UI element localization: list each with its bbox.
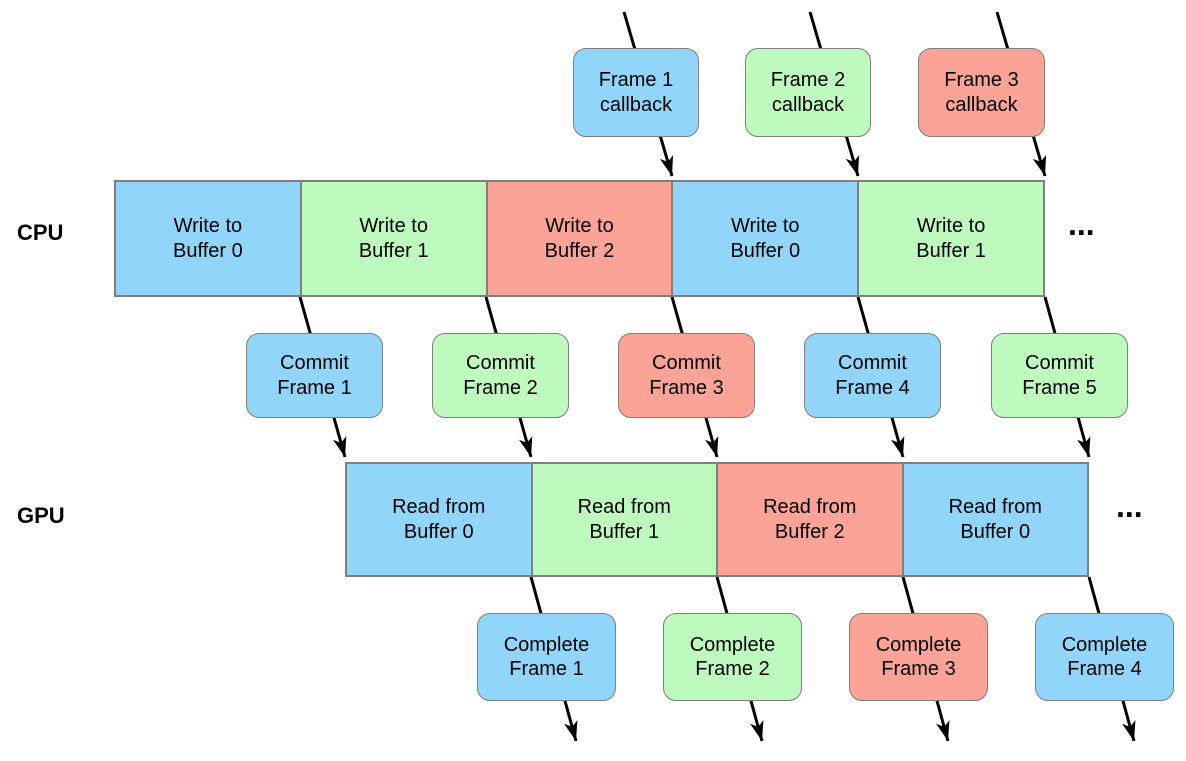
complete-frame4-node: Complete Frame 4 [1035, 613, 1174, 701]
complete-frame1-node: Complete Frame 1 [477, 613, 616, 701]
frame1-callback-node: Frame 1 callback [573, 48, 699, 137]
gpu-segment-read-buffer1: Read from Buffer 1 [530, 464, 716, 575]
frame3-callback-node: Frame 3 callback [918, 48, 1045, 137]
complete-frame2-node: Complete Frame 2 [663, 613, 802, 701]
cpu-track: Write to Buffer 0 Write to Buffer 1 Writ… [114, 180, 1045, 297]
gpu-track-ellipsis: ... [1116, 488, 1143, 524]
commit-frame1-node: Commit Frame 1 [246, 333, 383, 418]
frame2-callback-node: Frame 2 callback [745, 48, 871, 137]
commit-frame4-node: Commit Frame 4 [804, 333, 941, 418]
cpu-segment-write-buffer0: Write to Buffer 0 [116, 182, 300, 295]
gpu-segment-read-buffer0: Read from Buffer 0 [347, 464, 531, 575]
cpu-segment-write-buffer2: Write to Buffer 2 [485, 182, 672, 295]
cpu-track-label: CPU [17, 220, 64, 245]
complete-frame3-node: Complete Frame 3 [849, 613, 988, 701]
gpu-segment-read-buffer2: Read from Buffer 2 [716, 464, 902, 575]
cpu-track-ellipsis: ... [1068, 206, 1095, 242]
commit-frame3-node: Commit Frame 3 [618, 333, 755, 418]
cpu-segment-write-buffer0b: Write to Buffer 0 [671, 182, 858, 295]
gpu-track-label: GPU [17, 503, 65, 528]
commit-frame2-node: Commit Frame 2 [432, 333, 569, 418]
commit-frame5-node: Commit Frame 5 [991, 333, 1128, 418]
cpu-segment-write-buffer1b: Write to Buffer 1 [857, 182, 1043, 295]
gpu-track: Read from Buffer 0 Read from Buffer 1 Re… [345, 462, 1089, 577]
gpu-segment-read-buffer0b: Read from Buffer 0 [901, 464, 1087, 575]
cpu-segment-write-buffer1: Write to Buffer 1 [299, 182, 486, 295]
